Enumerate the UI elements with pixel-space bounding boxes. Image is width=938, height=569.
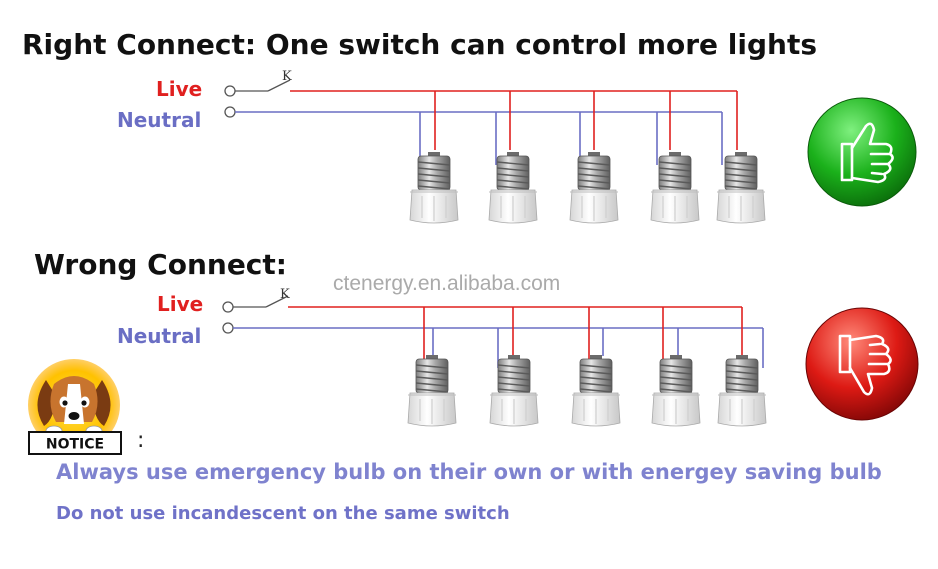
lamp-socket [569, 151, 619, 224]
lamp-socket [409, 151, 459, 224]
lamp-socket [650, 151, 700, 224]
switch-k-label: K [282, 69, 292, 84]
thumbs-down-icon [805, 307, 919, 421]
neutral-terminal [222, 322, 234, 334]
neutral-label-right: Neutral [117, 108, 202, 132]
live-terminal [224, 85, 236, 97]
lamp-socket [716, 151, 766, 224]
right-connect-circuit: K [224, 69, 766, 224]
lamp-socket [651, 354, 701, 427]
switch-k [267, 79, 291, 92]
live-label-right: Live [156, 77, 203, 101]
neutral-label-wrong: Neutral [117, 324, 202, 348]
live-label-wrong: Live [157, 292, 204, 316]
notice-colon: : [137, 428, 145, 453]
note-line-1: Always use emergency bulb on their own o… [56, 460, 882, 484]
thumbs-up-icon [807, 97, 917, 207]
neutral-terminal [224, 106, 236, 118]
watermark: ctenergy.en.alibaba.com [333, 272, 561, 295]
lamp-socket [571, 354, 621, 427]
dog-notice-icon: NOTICE [28, 359, 122, 455]
title-wrong-connect: Wrong Connect: [34, 248, 287, 281]
notice-label: NOTICE [46, 437, 104, 453]
switch-k-label: K [280, 287, 290, 302]
wrong-connect-circuit: K [222, 287, 767, 427]
note-line-2: Do not use incandescent on the same swit… [56, 503, 510, 524]
lamp-socket [407, 354, 457, 427]
lamp-socket [717, 354, 767, 427]
switch-k [265, 295, 289, 308]
live-terminal [222, 301, 234, 313]
title-right-connect: Right Connect: One switch can control mo… [22, 28, 818, 61]
